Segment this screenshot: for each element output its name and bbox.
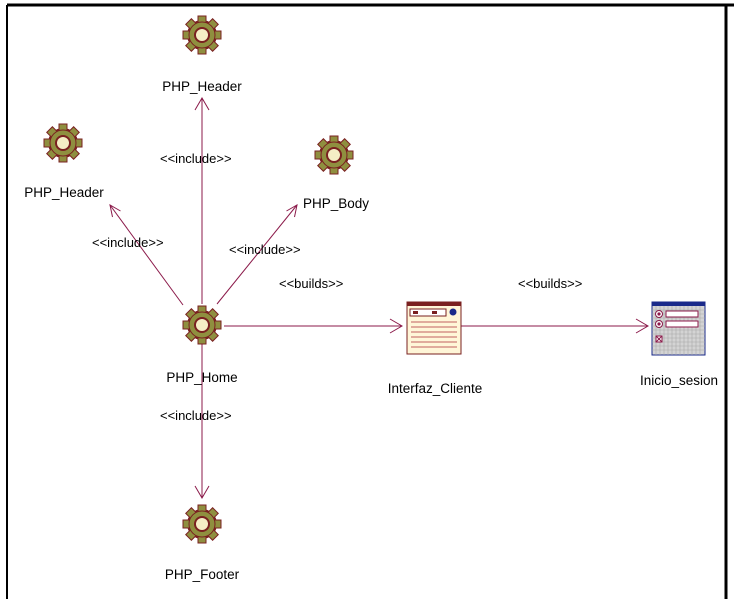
edge-home-to-interfaz <box>224 318 403 334</box>
stereotype-include-left: <<include>> <box>92 235 164 250</box>
edge-home-to-body <box>216 204 298 305</box>
node-inicio-sesion[interactable]: Inicio_sesion <box>640 301 718 388</box>
node-label: PHP_Header <box>24 185 104 200</box>
node-label: PHP_Home <box>166 370 237 385</box>
edge-home-to-footer <box>194 343 210 499</box>
edge-interfaz-to-inicio <box>461 318 649 334</box>
node-interfaz-cliente[interactable]: Interfaz_Cliente <box>388 301 483 396</box>
node-label: PHP_Body <box>303 196 369 211</box>
stereotype-include-bottom: <<include>> <box>160 408 232 423</box>
stereotype-include-top: <<include>> <box>160 151 232 166</box>
stereotype-include-body: <<include>> <box>229 242 301 257</box>
client-page-icon <box>406 301 462 355</box>
gear-icon <box>182 15 222 55</box>
node-label: Interfaz_Cliente <box>388 381 483 396</box>
node-label: PHP_Header <box>162 79 242 94</box>
stereotype-builds-1: <<builds>> <box>279 276 343 291</box>
node-label: PHP_Footer <box>165 567 240 582</box>
stereotype-builds-2: <<builds>> <box>518 276 582 291</box>
gear-icon <box>182 305 222 345</box>
gear-icon <box>182 504 222 544</box>
gear-icon <box>43 123 83 163</box>
node-php-home[interactable]: PHP_Home <box>166 305 238 385</box>
node-php-footer[interactable]: PHP_Footer <box>165 504 240 582</box>
edge-home-to-header-top <box>194 97 210 304</box>
form-icon <box>651 301 706 356</box>
edge-home-to-header-left <box>109 204 184 306</box>
node-php-body[interactable]: PHP_Body <box>303 135 369 211</box>
gear-icon <box>314 135 354 175</box>
diagram-frame <box>6 3 734 599</box>
node-php-header-top[interactable]: PHP_Header <box>162 15 242 94</box>
node-php-header-left[interactable]: PHP_Header <box>24 123 104 200</box>
node-label: Inicio_sesion <box>640 373 718 388</box>
